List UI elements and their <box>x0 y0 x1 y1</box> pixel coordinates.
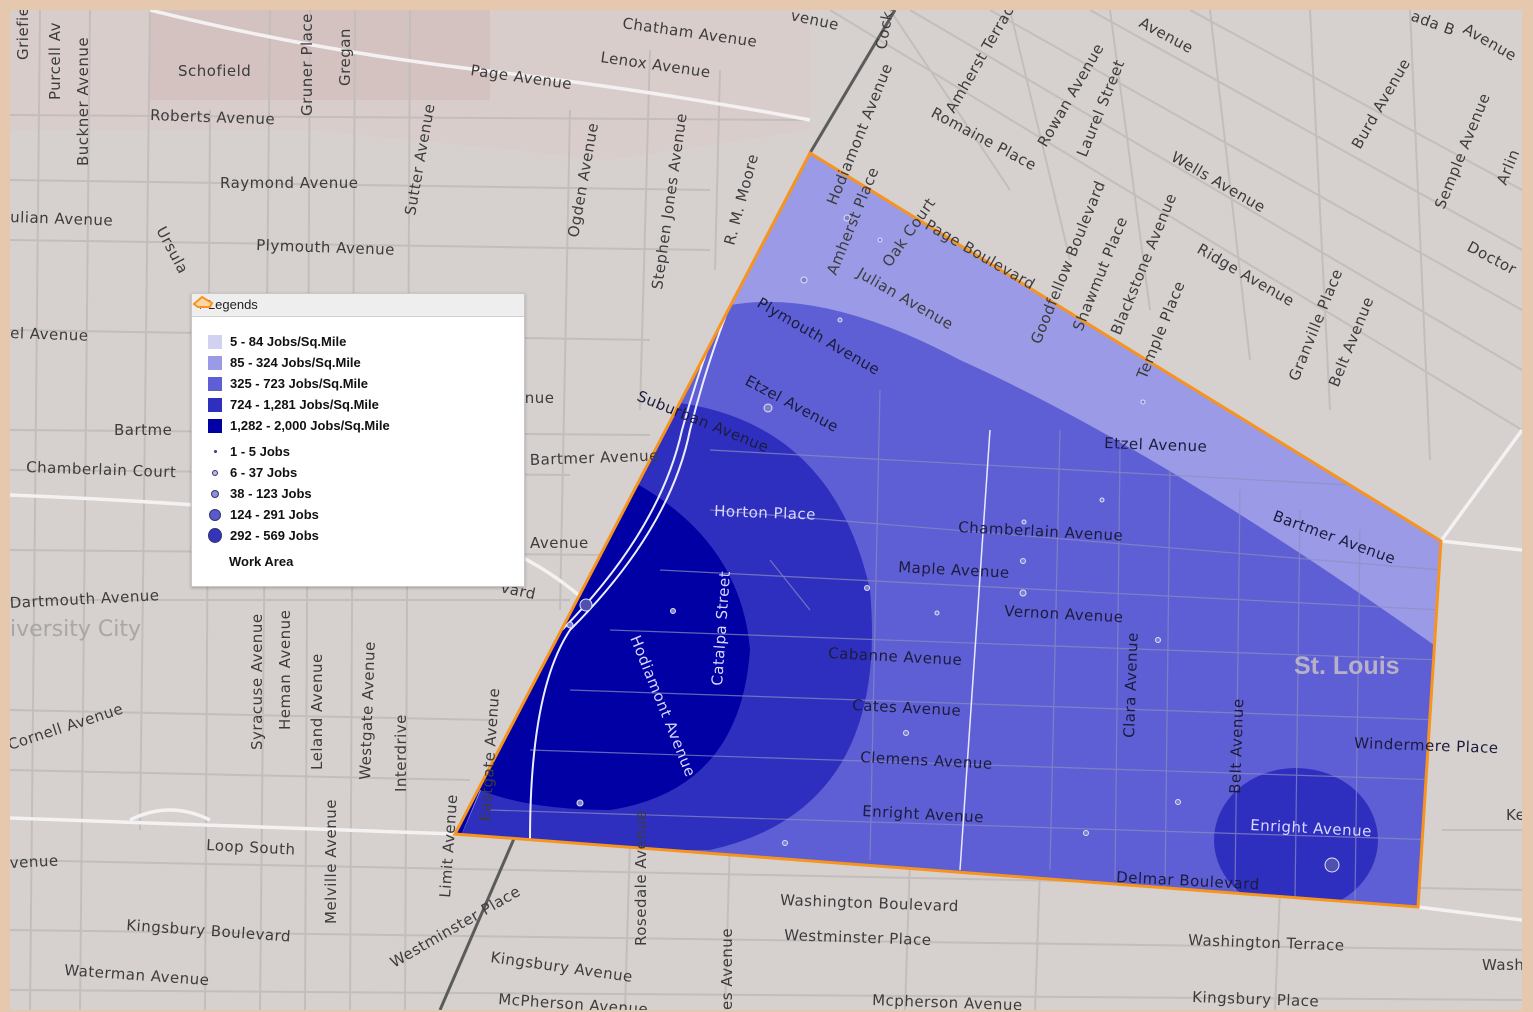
point-symbol-icon <box>211 489 219 498</box>
legend-density-row: 325 - 723 Jobs/Sq.Mile <box>208 373 524 394</box>
street-label: Griefie <box>14 10 32 60</box>
street-label: Bartmer Avenue <box>530 447 660 469</box>
point-symbol-icon <box>209 508 221 521</box>
city-label-university: iversity City <box>10 617 141 642</box>
density-swatch <box>208 397 222 412</box>
street-label: Bartme <box>114 421 172 439</box>
street-label: Heman Avenue <box>276 610 294 730</box>
legend-label: 292 - 569 Jobs <box>230 528 319 543</box>
density-swatch <box>208 376 222 391</box>
street-label: Westgate Avenue <box>356 641 379 780</box>
goodfellow-line <box>959 429 991 871</box>
job-points <box>566 214 1340 873</box>
legend-label: 5 - 84 Jobs/Sq.Mile <box>230 334 347 349</box>
street-label: Plymouth Avenue <box>256 236 395 259</box>
legend-panel: ▼Legends 5 - 84 Jobs/Sq.Mile 85 - 324 Jo… <box>191 293 525 587</box>
legend-label: 38 - 123 Jobs <box>230 486 312 501</box>
street-label: Gruner Place <box>298 13 316 116</box>
street-label: Etzel Avenue <box>1104 434 1208 456</box>
legend-header[interactable]: ▼Legends <box>192 294 524 317</box>
point-symbol-icon <box>213 450 217 453</box>
legend-label: 1 - 5 Jobs <box>230 444 290 459</box>
work-area-streets <box>489 389 1441 901</box>
point-symbol-icon <box>208 528 222 543</box>
density-swatch <box>208 418 222 433</box>
legend-density-row: 85 - 324 Jobs/Sq.Mile <box>208 352 524 373</box>
legend-point-row: 124 - 291 Jobs <box>208 504 524 525</box>
street-label: Purcell Av <box>46 22 64 100</box>
street-label: Leland Avenue <box>308 653 326 770</box>
legend-point-row: 1 - 5 Jobs <box>208 441 524 462</box>
legend-label: 724 - 1,281 Jobs/Sq.Mile <box>230 397 379 412</box>
street-label: es Avenue <box>718 928 736 1010</box>
legend-rows: 5 - 84 Jobs/Sq.Mile 85 - 324 Jobs/Sq.Mil… <box>192 295 524 572</box>
street-label: Raymond Avenue <box>220 174 358 192</box>
street-label: Washington Terrace <box>1188 931 1345 954</box>
legend-label: 325 - 723 Jobs/Sq.Mile <box>230 376 369 391</box>
map-svg: Chatham Avenue Lenox Avenue Page Avenue … <box>10 10 1522 1010</box>
street-label: Schofield <box>178 62 251 80</box>
work-area-icon <box>192 295 226 569</box>
street-label: Windermere Place <box>1354 734 1499 757</box>
street-label: venue <box>10 851 59 872</box>
street-label: Cates Avenue <box>852 696 962 720</box>
street-label: Gregan <box>336 28 354 86</box>
city-label: St. Louis <box>1294 652 1400 680</box>
street-label: Syracuse Avenue <box>248 613 266 750</box>
legend-label: 6 - 37 Jobs <box>230 465 298 480</box>
street-label: ulian Avenue <box>10 208 113 230</box>
legend-density-row: 724 - 1,281 Jobs/Sq.Mile <box>208 394 524 415</box>
street-label: Buckner Avenue <box>74 37 92 166</box>
legend-point-row: 38 - 123 Jobs <box>208 483 524 504</box>
street-label: Loop South <box>206 836 296 859</box>
legend-point-row: 6 - 37 Jobs <box>208 462 524 483</box>
legend-label: Work Area <box>229 554 294 569</box>
legend-density-row: 1,282 - 2,000 Jobs/Sq.Mile <box>208 415 524 436</box>
street-label: Westminster Place <box>784 926 932 949</box>
street-label: Wash <box>1482 956 1522 974</box>
street-label: Belt Avenue <box>1226 698 1247 794</box>
street-label: e Avenue <box>515 534 589 552</box>
street-label: Melville Avenue <box>322 799 340 924</box>
legend-work-area-row: Work Area <box>192 295 524 572</box>
street-label: Maple Avenue <box>898 558 1010 582</box>
street-label: el Avenue <box>10 324 89 345</box>
street-label: Chamberlain Court <box>26 458 177 481</box>
map-canvas[interactable]: Chatham Avenue Lenox Avenue Page Avenue … <box>10 10 1522 1010</box>
street-label: Ke <box>1506 806 1522 824</box>
street-label: Interdrive <box>392 714 410 792</box>
legend-point-row: 292 - 569 Jobs <box>208 525 524 546</box>
street-label: Roberts Avenue <box>150 106 276 128</box>
legend-label: 85 - 324 Jobs/Sq.Mile <box>230 355 361 370</box>
major-roads <box>10 10 1522 922</box>
density-swatch <box>208 334 222 349</box>
street-label: Clara Avenue <box>1120 632 1142 738</box>
street-label: Mcpherson Avenue <box>872 991 1023 1010</box>
legend-title: Legends <box>207 297 258 312</box>
legend-density-row: 5 - 84 Jobs/Sq.Mile <box>208 331 524 352</box>
point-symbol-icon <box>212 469 218 476</box>
legend-label: 1,282 - 2,000 Jobs/Sq.Mile <box>230 418 390 433</box>
basemap-tint-schofield <box>150 10 490 100</box>
street-label: Rosedale Avenue <box>632 810 650 946</box>
street-label: Kingsbury Place <box>1192 988 1320 1010</box>
work-area-boundary <box>452 150 1443 909</box>
street-label: Horton Place <box>714 502 816 524</box>
legend-label: 124 - 291 Jobs <box>230 507 319 522</box>
density-swatch <box>208 355 222 370</box>
